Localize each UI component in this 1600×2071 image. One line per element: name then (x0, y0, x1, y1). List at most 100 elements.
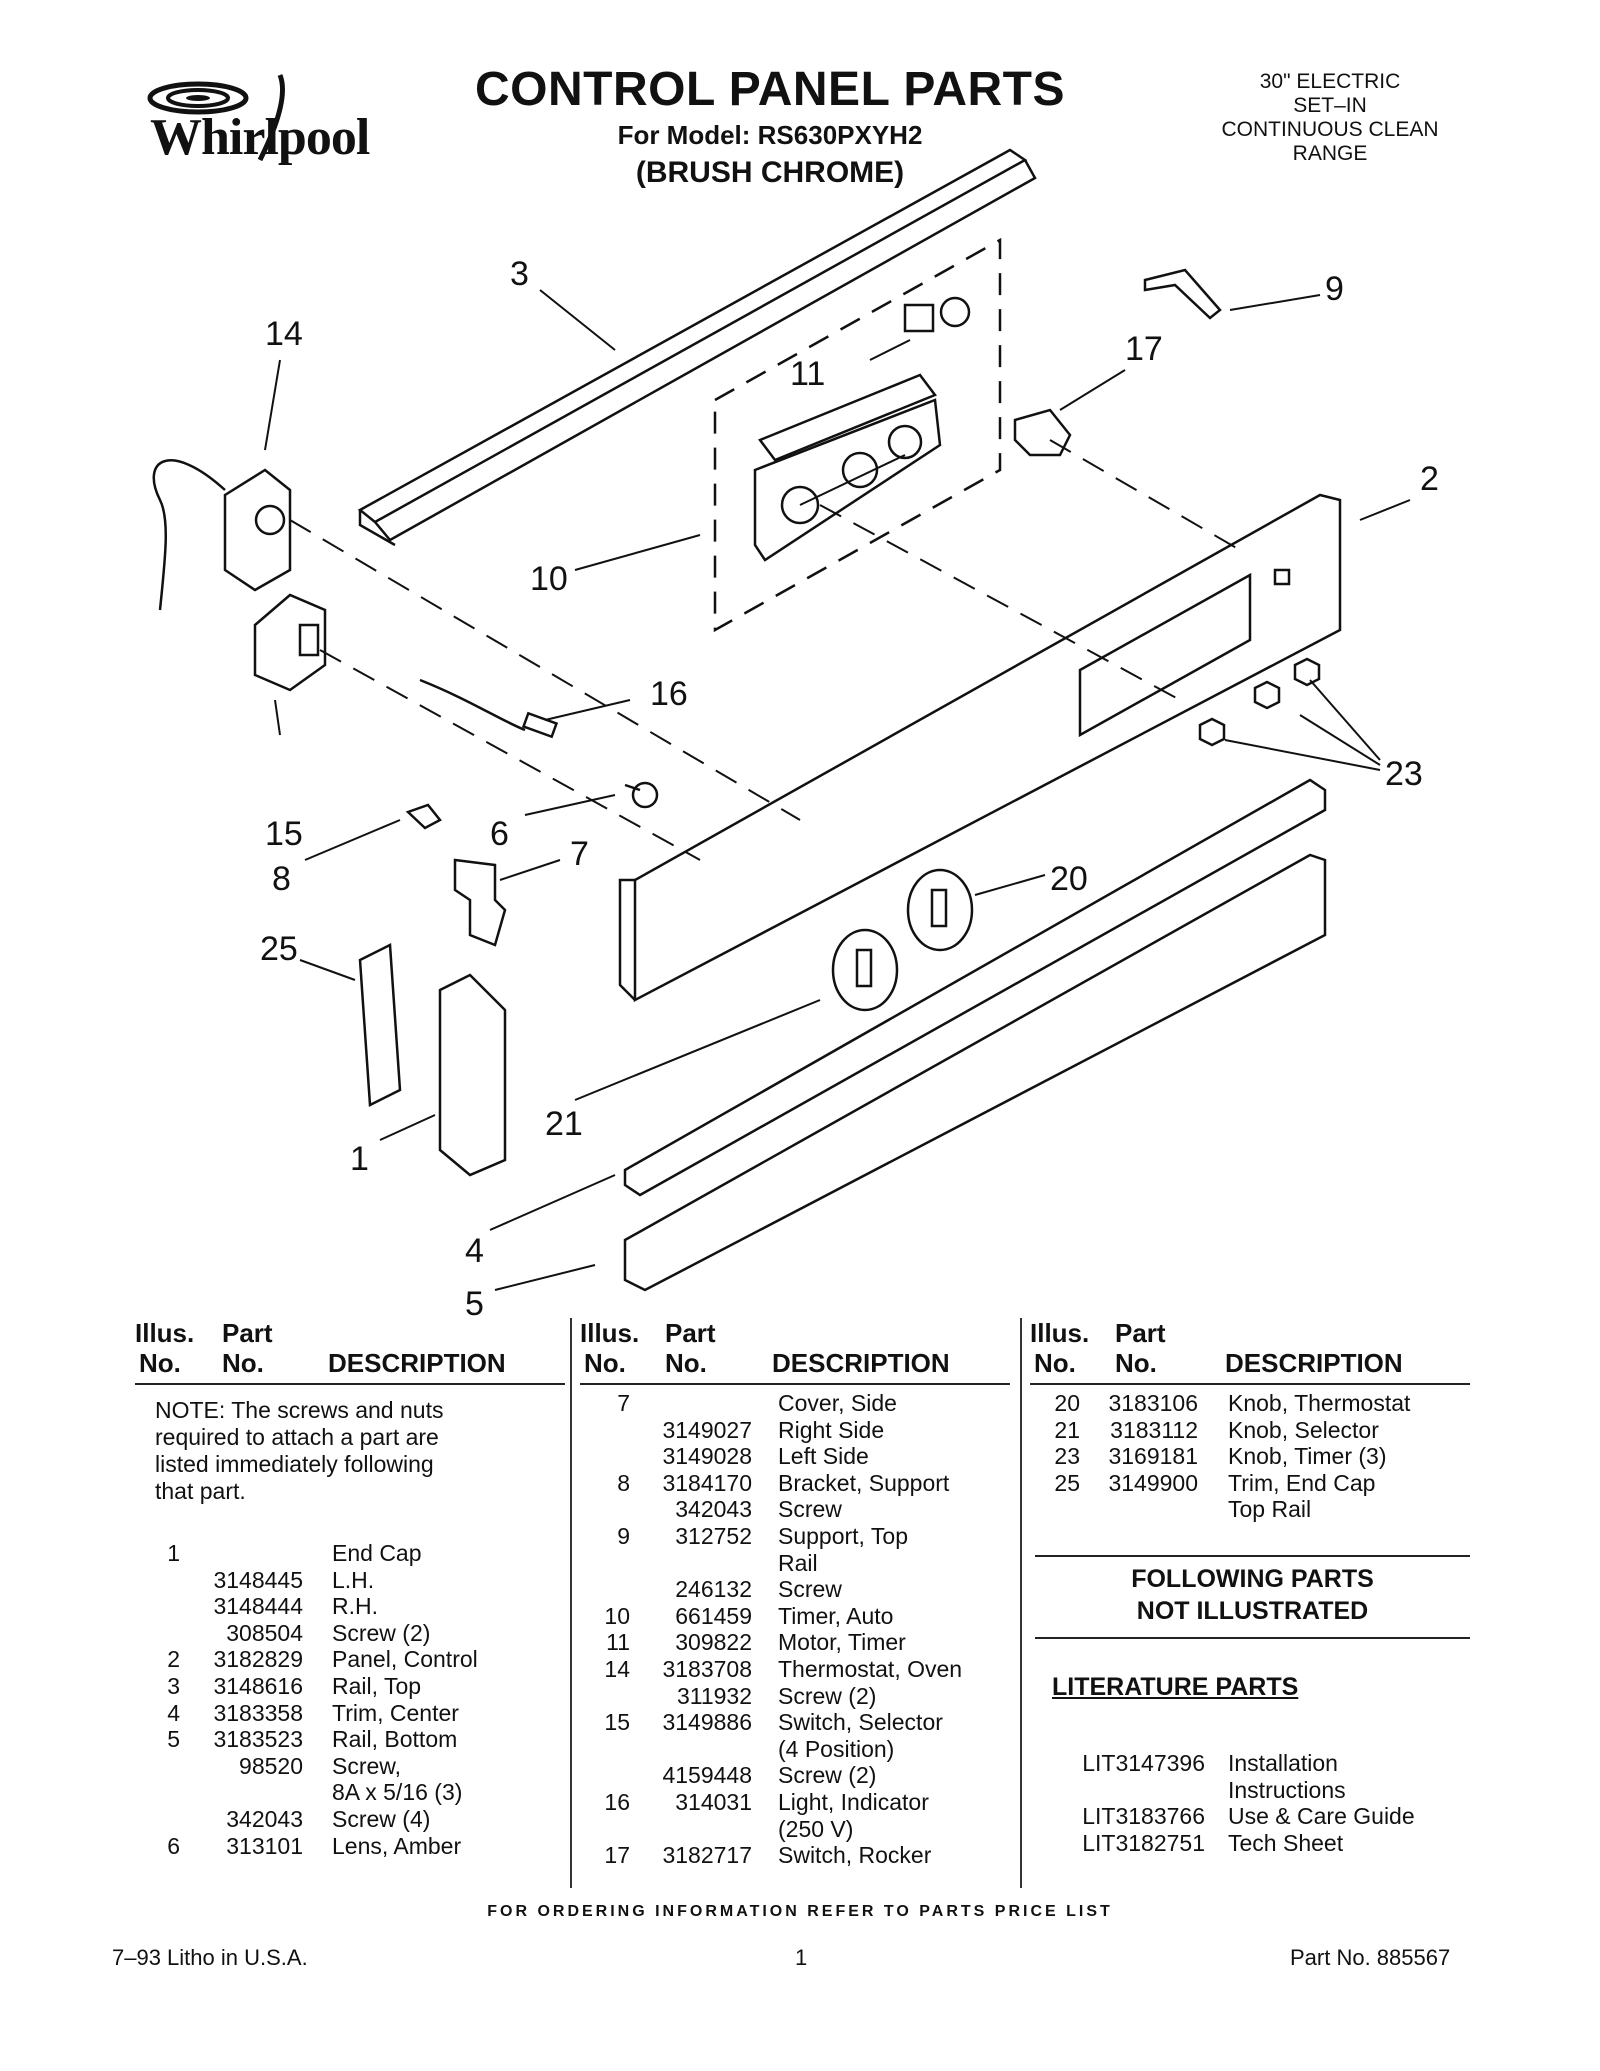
callout-label: 4 (465, 1232, 484, 1270)
row-part-number: 314031 (675, 1789, 752, 1815)
row-description: Panel, Control (332, 1646, 478, 1673)
range-info: 30" ELECTRIC SET–IN CONTINUOUS CLEAN RAN… (1190, 70, 1470, 166)
section-rule (1035, 1555, 1470, 1557)
callout-label: 5 (465, 1285, 484, 1323)
row-description: Knob, Selector (1228, 1416, 1379, 1443)
row-description: L.H. (332, 1566, 375, 1593)
row-description: Rail, Top (332, 1673, 422, 1699)
row-description: Lens, Amber (332, 1832, 462, 1859)
row-part-number: 4159448 (662, 1762, 752, 1789)
row-description: Top Rail (1228, 1496, 1312, 1523)
page-number: 1 (795, 1945, 808, 1970)
support-top-rail-part (1143, 268, 1222, 320)
callout-label: 21 (545, 1105, 583, 1143)
row-description: Support, Top (778, 1523, 909, 1549)
row-description: Screw (778, 1576, 842, 1603)
callout-label: 25 (260, 930, 298, 968)
row-description: Motor, Timer (778, 1629, 906, 1656)
row-part-number: 311932 (676, 1682, 752, 1709)
row-description: Left Side (778, 1443, 869, 1470)
description-header: DESCRIPTION (772, 1348, 950, 1378)
note-text: NOTE: The screws and nuts required to at… (155, 1397, 444, 1504)
row-part-number: 3183523 (213, 1726, 303, 1753)
row-part-number: 3149900 (1108, 1469, 1198, 1496)
callout-label: 3 (510, 255, 529, 293)
literature-description: Installation (1228, 1750, 1338, 1776)
row-description: Screw (4) (332, 1806, 431, 1832)
litho-note: 7–93 Litho in U.S.A. (112, 1945, 308, 1970)
amber-lens-part (624, 781, 659, 809)
brand-name: Whirlpool (150, 109, 370, 166)
oven-thermostat-part (152, 459, 292, 611)
row-illus-number: 1 (167, 1540, 180, 1566)
end-cap-trim-part (358, 943, 402, 1107)
callout-label: 6 (490, 815, 509, 853)
row-description: Trim, End Cap (1228, 1469, 1376, 1496)
description-header: DESCRIPTION (328, 1348, 506, 1378)
center-trim-part (623, 778, 1327, 1197)
literature-part-number: LIT3182751 (1082, 1829, 1205, 1856)
row-part-number: 312752 (675, 1523, 752, 1549)
bottom-rail-part (623, 853, 1327, 1292)
row-part-number: 3183358 (213, 1699, 303, 1726)
row-illus-number: 6 (167, 1832, 180, 1859)
row-description: Switch, Selector (778, 1709, 943, 1736)
row-illus-number: 14 (604, 1656, 630, 1682)
part-header: Part No. (222, 1318, 273, 1378)
row-description: Thermostat, Oven (778, 1656, 963, 1682)
timer-knob-part (1198, 657, 1321, 747)
row-description: Rail, Bottom (332, 1726, 458, 1753)
ordering-note: FOR ORDERING INFORMATION REFER TO PARTS … (487, 1903, 1113, 1920)
callout-label: 15 (265, 815, 303, 853)
row-description: Knob, Timer (3) (1228, 1443, 1387, 1470)
row-description: Screw (2) (778, 1762, 877, 1789)
row-illus-number: 3 (167, 1673, 180, 1699)
row-part-number: 342043 (226, 1806, 303, 1832)
control-panel-part (618, 493, 1342, 1003)
section-rule (1035, 1637, 1470, 1639)
not-illustrated-heading: FOLLOWING PARTS NOT ILLUSTRATED (1131, 1565, 1374, 1625)
callout-label: 8 (272, 860, 291, 898)
whirlpool-logo-swirl-icon (147, 74, 285, 162)
indicator-light-part (419, 678, 559, 739)
row-part-number: 3149028 (662, 1443, 752, 1470)
callout-label: 1 (350, 1140, 369, 1178)
part-number: Part No. 885567 (1290, 1945, 1451, 1970)
description-header: DESCRIPTION (1225, 1348, 1403, 1378)
column-divider (570, 1318, 572, 1888)
row-description: End Cap (332, 1540, 422, 1566)
row-description: R.H. (332, 1593, 378, 1620)
row-illus-number: 9 (617, 1523, 630, 1549)
row-description: Bracket, Support (778, 1469, 950, 1496)
callout-label: 7 (570, 835, 589, 873)
rocker-switch-part (1013, 408, 1072, 457)
row-description: Switch, Rocker (778, 1842, 932, 1869)
row-part-number: 309822 (675, 1629, 752, 1656)
row-illus-number: 23 (1054, 1443, 1080, 1470)
callout-label: 16 (650, 675, 688, 713)
row-description: Screw (2) (778, 1682, 877, 1709)
row-part-number: 3183708 (662, 1656, 752, 1682)
row-illus-number: 25 (1054, 1469, 1080, 1496)
row-part-number: 98520 (239, 1752, 303, 1779)
header-rule (1030, 1383, 1470, 1385)
top-rail-part (357, 148, 1037, 547)
row-part-number: 246132 (675, 1576, 752, 1603)
row-description: (4 Position) (778, 1735, 895, 1762)
row-illus-number: 17 (604, 1842, 630, 1869)
row-description: Knob, Thermostat (1228, 1390, 1411, 1416)
row-description: Screw (778, 1496, 842, 1523)
range-info-line: SET–IN (1293, 94, 1367, 117)
row-part-number: 3182829 (213, 1646, 303, 1673)
illus-header: Illus. No. (1030, 1318, 1090, 1378)
illus-header: Illus. No. (580, 1318, 640, 1378)
row-illus-number: 15 (604, 1709, 630, 1736)
row-description: Timer, Auto (778, 1602, 894, 1629)
literature-description: Instructions (1228, 1776, 1346, 1803)
illus-header: Illus. No. (135, 1318, 195, 1378)
callout-label: 2 (1420, 460, 1439, 498)
header-rule (580, 1383, 1010, 1385)
row-description: Screw (2) (332, 1619, 431, 1646)
selector-knob-part (831, 928, 899, 1012)
callout-label: 23 (1385, 755, 1423, 793)
